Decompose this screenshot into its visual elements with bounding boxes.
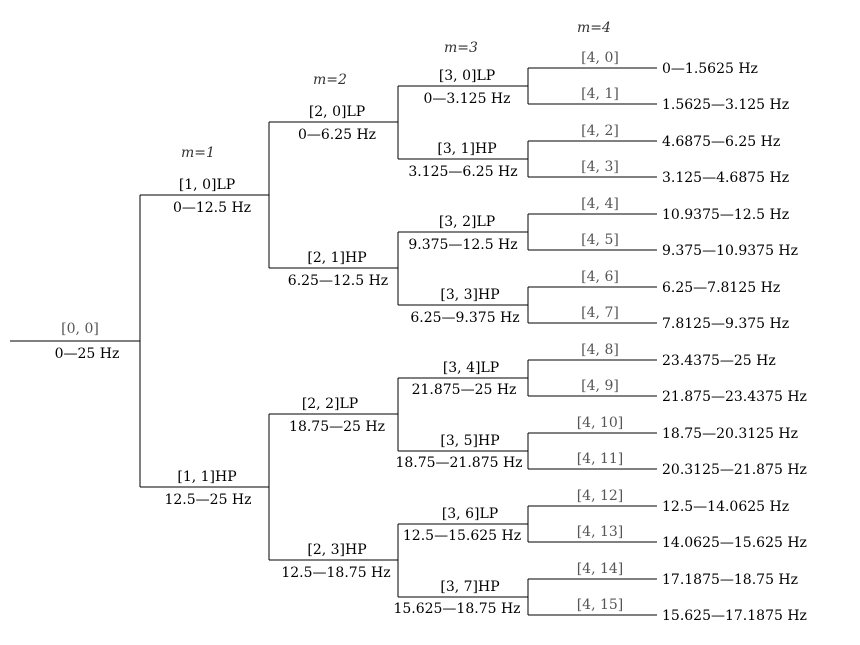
node-id: [1, 1]HP [177,469,236,485]
node-2-1: [2, 1]HP 6.25—12.5 Hz [269,250,398,289]
node-2-0: [2, 0]LP 0—6.25 Hz [269,104,398,143]
node-band: 10.9375—12.5 Hz [662,207,789,223]
node-id: [4, 8] [581,342,619,358]
node-id: [4, 0] [581,50,619,66]
node-0-0: [0, 0] 0—25 Hz [10,321,140,362]
node-4-6: [4, 6] 6.25—7.8125 Hz [528,269,780,296]
node-band: 1.5625—3.125 Hz [662,97,789,113]
node-id: [4, 10] [577,415,624,431]
node-3-7: [3, 7]HP 15.625—18.75 Hz [393,579,528,617]
node-4-1: [4, 1] 1.5625—3.125 Hz [528,86,789,113]
node-id: [3, 4]LP [443,360,499,376]
node-3-6: [3, 6]LP 12.5—15.625 Hz [398,506,528,544]
node-id: [3, 2]LP [439,214,495,230]
node-band: 21.875—23.4375 Hz [662,389,807,405]
node-id: [2, 1]HP [307,250,366,266]
node-id: [2, 2]LP [302,396,358,412]
node-4-15: [4, 15] 15.625—17.1875 Hz [528,597,807,624]
node-band: 23.4375—25 Hz [662,353,776,369]
node-id: [3, 6]LP [442,506,498,522]
node-2-2: [2, 2]LP 18.75—25 Hz [269,396,398,435]
node-2-3: [2, 3]HP 12.5—18.75 Hz [269,542,398,581]
node-band: 15.625—18.75 Hz [393,601,520,617]
node-band: 6.25—9.375 Hz [410,310,519,326]
node-band: 12.5—15.625 Hz [403,528,521,544]
level-label-m4: m=4 [577,20,611,36]
node-band: 17.1875—18.75 Hz [662,572,798,588]
node-id: [1, 0]LP [179,177,235,193]
node-4-0: [4, 0] 0—1.5625 Hz [528,50,758,77]
node-band: 0—12.5 Hz [173,200,251,216]
node-id: [3, 1]HP [437,141,496,157]
node-band: 18.75—21.875 Hz [395,455,522,471]
node-4-3: [4, 3] 3.125—4.6875 Hz [528,159,789,186]
node-band: 21.875—25 Hz [412,382,517,398]
node-id: [4, 14] [577,561,624,577]
node-3-4: [3, 4]LP 21.875—25 Hz [398,360,528,398]
node-id: [3, 5]HP [440,433,499,449]
node-id: [4, 9] [581,378,619,394]
node-id: [0, 0] [61,321,99,337]
node-4-7: [4, 7] 7.8125—9.375 Hz [528,305,789,332]
node-4-13: [4, 13] 14.0625—15.625 Hz [528,524,807,551]
node-id: [4, 12] [577,488,624,504]
node-1-1: [1, 1]HP 12.5—25 Hz [140,469,269,508]
node-band: 12.5—25 Hz [164,492,251,508]
node-id: [3, 0]LP [439,68,495,84]
level-label-m3: m=3 [444,40,478,56]
node-id: [4, 13] [577,524,624,540]
node-4-2: [4, 2] 4.6875—6.25 Hz [528,123,780,150]
node-id: [4, 2] [581,123,619,139]
node-4-9: [4, 9] 21.875—23.4375 Hz [528,378,807,405]
node-band: 20.3125—21.875 Hz [662,462,807,478]
node-4-5: [4, 5] 9.375—10.9375 Hz [528,232,798,259]
node-band: 9.375—12.5 Hz [408,237,517,253]
node-id: [4, 5] [581,232,619,248]
node-band: 9.375—10.9375 Hz [662,243,798,259]
node-band: 6.25—12.5 Hz [288,273,388,289]
level-label-m2: m=2 [313,72,347,88]
node-4-11: [4, 11] 20.3125—21.875 Hz [528,451,807,478]
node-3-3: [3, 3]HP 6.25—9.375 Hz [398,287,528,326]
node-band: 0—6.25 Hz [298,127,376,143]
node-id: [4, 15] [577,597,624,613]
node-band: 7.8125—9.375 Hz [662,316,789,332]
node-band: 18.75—20.3125 Hz [662,426,798,442]
node-3-0: [3, 0]LP 0—3.125 Hz [398,68,528,107]
node-id: [4, 4] [581,196,619,212]
node-band: 0—25 Hz [55,346,120,362]
node-id: [2, 0]LP [309,104,365,120]
node-4-14: [4, 14] 17.1875—18.75 Hz [528,561,798,588]
node-id: [3, 3]HP [440,287,499,303]
node-3-5: [3, 5]HP 18.75—21.875 Hz [395,433,528,471]
node-band: 15.625—17.1875 Hz [662,608,807,624]
node-id: [4, 3] [581,159,619,175]
node-id: [3, 7]HP [440,579,499,595]
node-3-1: [3, 1]HP 3.125—6.25 Hz [398,141,528,180]
node-id: [2, 3]HP [307,542,366,558]
node-4-4: [4, 4] 10.9375—12.5 Hz [528,196,789,223]
node-id: [4, 6] [581,269,619,285]
node-1-0: [1, 0]LP 0—12.5 Hz [140,177,269,216]
node-id: [4, 7] [581,305,619,321]
node-id: [4, 11] [577,451,624,467]
node-band: 0—3.125 Hz [423,91,510,107]
node-id: [4, 1] [581,86,619,102]
node-4-8: [4, 8] 23.4375—25 Hz [528,342,776,369]
node-3-2: [3, 2]LP 9.375—12.5 Hz [398,214,528,253]
node-band: 12.5—14.0625 Hz [662,499,789,515]
node-band: 12.5—18.75 Hz [281,565,390,581]
node-band: 18.75—25 Hz [289,419,385,435]
node-band: 14.0625—15.625 Hz [662,535,807,551]
node-4-10: [4, 10] 18.75—20.3125 Hz [528,415,798,442]
node-band: 0—1.5625 Hz [662,61,758,77]
node-band: 6.25—7.8125 Hz [662,280,780,296]
node-band: 3.125—4.6875 Hz [662,170,789,186]
node-band: 4.6875—6.25 Hz [662,134,780,150]
node-band: 3.125—6.25 Hz [408,164,517,180]
node-4-12: [4, 12] 12.5—14.0625 Hz [528,488,789,515]
level-label-m1: m=1 [181,145,215,161]
